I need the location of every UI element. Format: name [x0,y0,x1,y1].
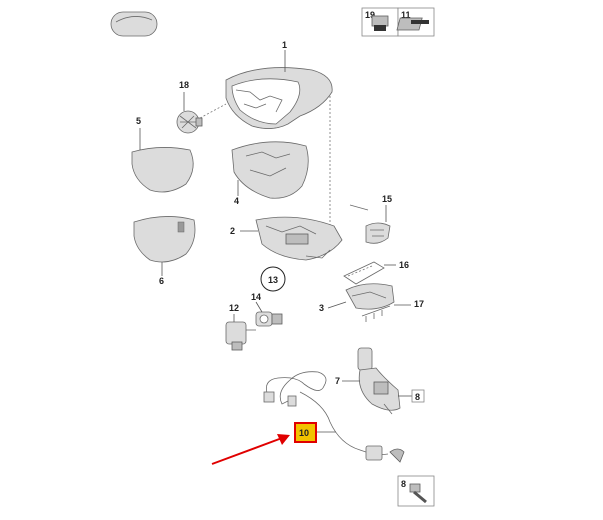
part-15-puddle-lamp[interactable] [349,204,391,244]
callout-4: 4 [234,196,239,206]
adhesive-pad-icon [396,17,429,31]
grease-tube-icon [371,15,389,31]
callout-17: 17 [414,299,424,309]
callout-7: 7 [335,376,340,386]
part-6-mirror-glass[interactable] [133,216,196,263]
part-17-clip-strip[interactable] [361,305,391,322]
part-18-mirror-motor[interactable] [176,110,203,134]
part-12-actuator[interactable] [225,321,256,351]
callout-18: 18 [179,80,189,90]
callout-1: 1 [282,40,287,50]
callout-13: 13 [268,275,278,285]
callout-3: 3 [319,303,324,313]
part-10-wiring-harness[interactable] [263,371,405,463]
screw-icon [409,483,427,504]
callout-19: 19 [365,10,375,20]
callout-14: 14 [251,292,261,302]
callout-8-main: 8 [415,392,420,402]
part-3-lower-shell[interactable] [345,283,395,310]
part-16-gasket[interactable] [343,261,385,285]
callout-6: 6 [159,276,164,286]
inset-8[interactable]: 8 [397,475,435,507]
callout-2: 2 [230,226,235,236]
part-5-mirror-glass[interactable] [131,147,194,193]
callout-13-ring [260,266,286,292]
callout-11: 11 [401,10,411,20]
callout-12: 12 [229,303,239,313]
part-2-mirror-base[interactable] [255,216,343,261]
pointer-arrow-icon [211,434,290,465]
part-4-cover-cap[interactable] [231,141,309,199]
inset-19[interactable]: 19 [361,7,399,37]
inset-11[interactable]: 11 [396,7,435,37]
touch-up-paint-icon [110,11,158,37]
part-7-fold-motor[interactable] [357,347,401,415]
callout-10: 10 [299,428,309,438]
callout-5: 5 [136,116,141,126]
callout-8-inset: 8 [401,479,406,489]
callout-8-box [411,389,425,403]
part-14-connector[interactable] [255,311,283,327]
callout-10-highlight[interactable] [294,422,317,443]
part-1-mirror-housing[interactable] [225,67,333,129]
callout-15: 15 [382,194,392,204]
callout-16: 16 [399,260,409,270]
